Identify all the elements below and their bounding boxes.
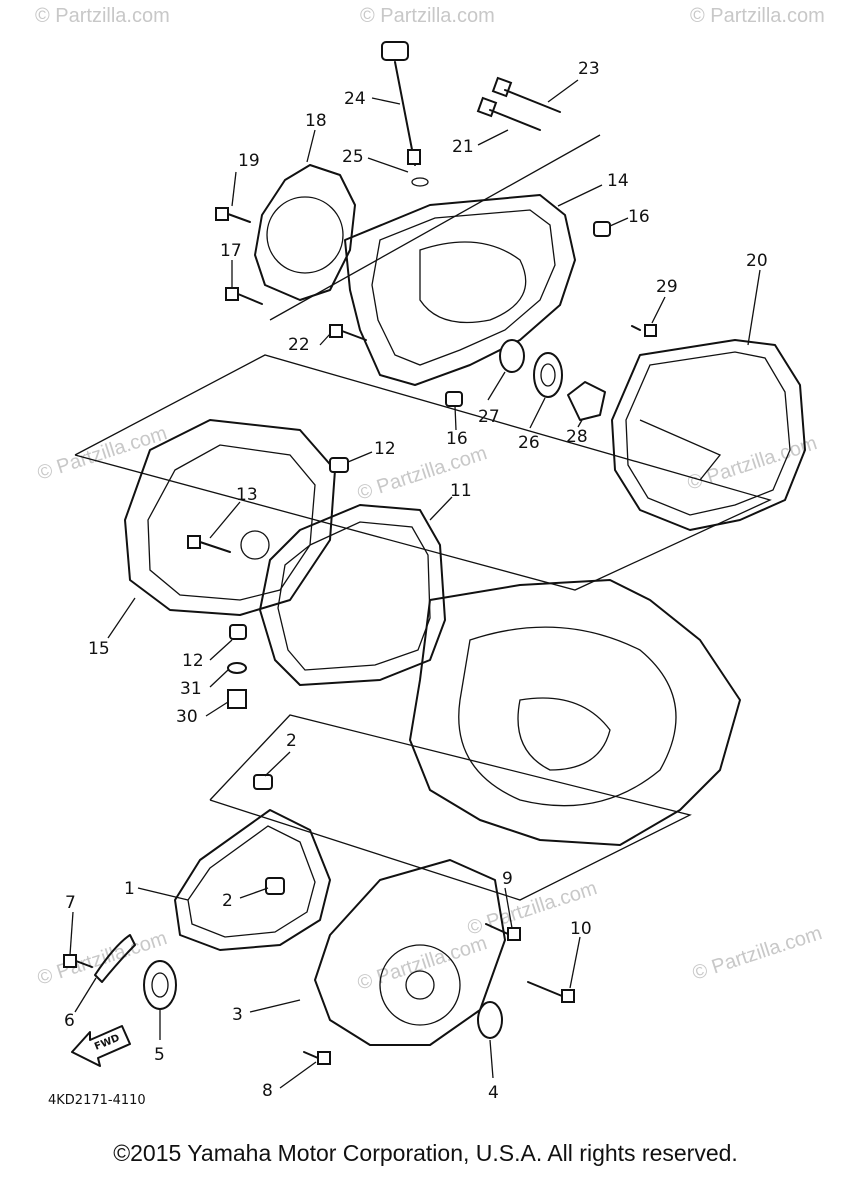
callout-20: 20 <box>746 251 768 271</box>
lower-assembly: FWD <box>63 714 692 1067</box>
gasket-20 <box>611 339 806 531</box>
callout-4: 4 <box>488 1083 499 1103</box>
copyright-notice: ©2015 Yamaha Motor Corporation, U.S.A. A… <box>113 1140 738 1166</box>
callout-22: 22 <box>288 335 310 355</box>
watermark: © Partzilla.com <box>35 5 170 27</box>
crankcase-cover-15 <box>124 419 336 616</box>
bolt-21 <box>476 96 541 131</box>
callout-16a: 16 <box>628 207 650 227</box>
callout-12a: 12 <box>374 439 396 459</box>
parts-diagram: © Partzilla.com © Partzilla.com © Partzi… <box>35 5 825 1108</box>
oil-seal-26 <box>533 352 563 398</box>
cover-14-inner <box>371 209 556 366</box>
cover-14-bulge <box>419 241 527 324</box>
callout-8: 8 <box>262 1081 273 1101</box>
callout-labels: 23 24 21 18 25 19 14 16 17 20 29 22 27 2… <box>64 59 768 1103</box>
oil-seal-5 <box>143 960 177 1010</box>
bolt-22 <box>329 324 367 341</box>
callout-25: 25 <box>342 147 364 167</box>
bolt-13 <box>187 535 231 553</box>
callout-30: 30 <box>176 707 198 727</box>
assembly-plane-outline <box>74 354 772 591</box>
callout-24: 24 <box>344 89 366 109</box>
dowel-pin-12a <box>329 457 349 473</box>
dowel-pin-16a <box>593 221 611 237</box>
callout-15: 15 <box>88 639 110 659</box>
crankcase-cover-14 <box>344 194 576 386</box>
fwd-arrow-icon: FWD <box>71 1025 131 1067</box>
callout-11: 11 <box>450 481 472 501</box>
dowel-pin-12b <box>229 624 247 640</box>
callout-3: 3 <box>232 1005 243 1025</box>
callout-21: 21 <box>452 137 474 157</box>
watermark-layer: © Partzilla.com © Partzilla.com © Partzi… <box>35 5 825 995</box>
washer-31 <box>227 662 247 674</box>
lower-plane-outline <box>209 714 692 901</box>
dowel-pin-2b <box>265 877 285 895</box>
watermark: © Partzilla.com <box>355 932 490 995</box>
callout-18: 18 <box>305 111 327 131</box>
callout-2a: 2 <box>286 731 297 751</box>
bolt-9 <box>485 923 521 941</box>
dipstick-tip-24 <box>407 149 421 165</box>
bolt-23 <box>491 76 561 113</box>
callout-23: 23 <box>578 59 600 79</box>
bolt-8 <box>303 1051 331 1065</box>
assembly-line <box>269 134 601 321</box>
bolt-17 <box>225 287 263 305</box>
watermark: © Partzilla.com <box>360 5 495 27</box>
callout-2b: 2 <box>222 891 233 911</box>
gasket-11 <box>259 504 446 686</box>
bolt-10 <box>527 981 575 1003</box>
callout-1: 1 <box>124 879 135 899</box>
bolt-7 <box>63 954 93 968</box>
callout-17: 17 <box>220 241 242 261</box>
o-ring-25 <box>411 177 429 187</box>
leader-lines <box>69 79 761 1089</box>
dipstick-rod-24 <box>394 61 416 166</box>
callout-14: 14 <box>607 171 629 191</box>
callout-31: 31 <box>180 679 202 699</box>
watermark: © Partzilla.com <box>690 922 825 985</box>
callout-7: 7 <box>65 893 76 913</box>
oil-seal-4 <box>477 1001 503 1039</box>
middle-assembly <box>124 419 741 846</box>
callout-16b: 16 <box>446 429 468 449</box>
callout-13: 13 <box>236 485 258 505</box>
bolt-19 <box>215 207 251 223</box>
callout-9: 9 <box>502 869 513 889</box>
callout-19: 19 <box>238 151 260 171</box>
cover-plate-18 <box>254 164 356 301</box>
bearing-27 <box>499 339 525 373</box>
engine-crankcase <box>409 579 741 846</box>
cover-3-boss <box>379 944 461 1026</box>
callout-12b: 12 <box>182 651 204 671</box>
cover-plate-18-ring <box>266 196 344 274</box>
retainer-plate-28 <box>567 381 606 421</box>
watermark: © Partzilla.com <box>690 5 825 27</box>
callout-29: 29 <box>656 277 678 297</box>
callout-6: 6 <box>64 1011 75 1031</box>
callout-28: 28 <box>566 427 588 447</box>
callout-10: 10 <box>570 919 592 939</box>
diagram-reference-code: 4KD2171-4110 <box>48 1093 146 1108</box>
dowel-pin-2a <box>253 774 273 790</box>
dipstick-cap-24 <box>381 41 409 61</box>
dowel-pin-16b <box>445 391 463 407</box>
callout-5: 5 <box>154 1045 165 1065</box>
callout-27: 27 <box>478 407 500 427</box>
upper-assembly <box>74 41 806 591</box>
retainer-6 <box>94 934 136 983</box>
gasket-1 <box>174 809 331 951</box>
drain-plug-30 <box>227 689 247 709</box>
callout-26: 26 <box>518 433 540 453</box>
bolt-29 <box>631 324 657 337</box>
